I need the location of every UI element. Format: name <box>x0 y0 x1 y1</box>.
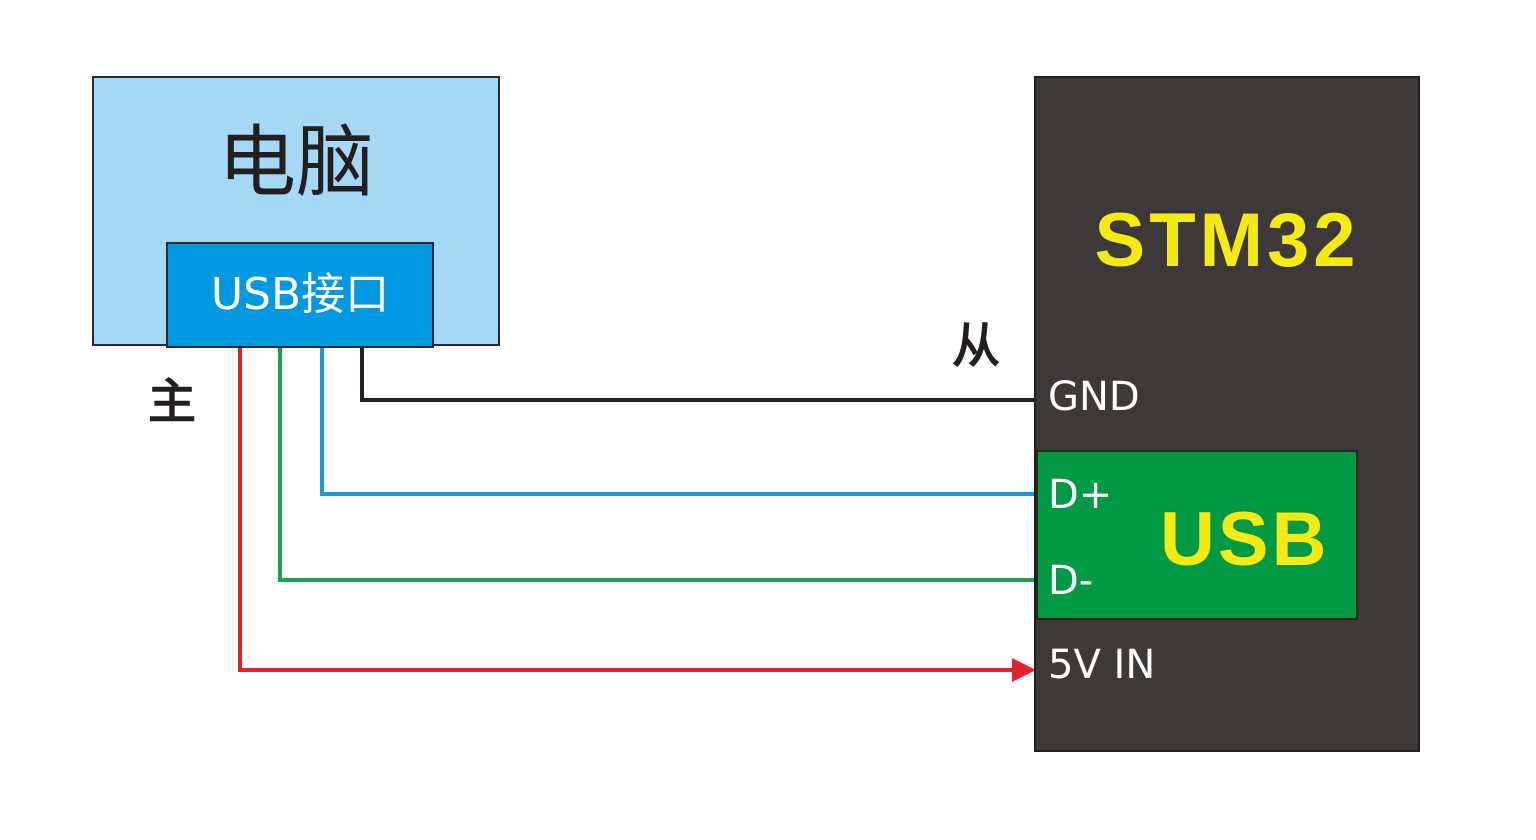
usb-port: USB接口 <box>166 242 434 348</box>
computer-title: 电脑 <box>217 118 374 208</box>
stm32-title: STM32 <box>1094 198 1360 283</box>
stm32-board <box>1034 76 1420 752</box>
wire-gnd <box>360 346 1034 402</box>
wire-5v <box>238 346 1016 672</box>
usb-port-label: USB接口 <box>210 269 390 320</box>
pin-dplus-label: D+ <box>1048 472 1113 518</box>
master-label: 主 <box>148 374 197 430</box>
stm32-usb-block <box>1036 450 1358 620</box>
pin-5v-label: 5V IN <box>1048 642 1156 688</box>
pin-dminus-label: D- <box>1048 558 1094 604</box>
slave-label: 从 <box>952 318 1001 374</box>
wire-5v-arrowhead <box>1012 658 1036 682</box>
pin-gnd-label: GND <box>1048 374 1140 420</box>
wire-dplus <box>320 346 1034 496</box>
stm32-usb-label: USB <box>1160 497 1330 582</box>
computer-box: 电脑 USB接口 <box>92 76 500 348</box>
wire-dminus <box>278 346 1034 582</box>
